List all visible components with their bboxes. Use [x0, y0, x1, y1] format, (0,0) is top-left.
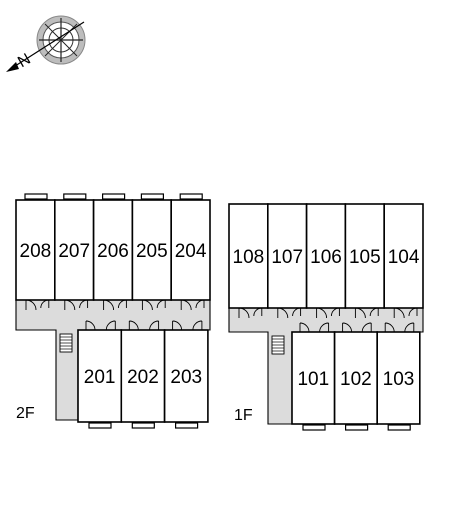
unit-202: 202: [120, 320, 166, 429]
unit-105: 105: [344, 203, 385, 319]
door-icon: [180, 299, 192, 311]
unit-201: 201: [77, 320, 123, 429]
door-icon: [319, 322, 330, 333]
unit-label: 203: [170, 367, 202, 388]
door-icon: [292, 307, 302, 317]
door-icon: [238, 307, 250, 319]
door-icon: [105, 320, 116, 331]
unit-label: 104: [388, 247, 420, 268]
window-icon: [387, 424, 411, 431]
door-icon: [195, 299, 205, 309]
door-icon: [25, 299, 37, 311]
window-icon: [302, 424, 326, 431]
door-icon: [369, 307, 379, 317]
door-icon: [361, 322, 372, 333]
unit-label: 201: [84, 367, 116, 388]
unit-label: 105: [349, 247, 381, 268]
door-icon: [172, 320, 183, 331]
floor-2f: 208 207 206 205 204 201 202 203 2F: [15, 193, 211, 429]
unit-label: 102: [340, 369, 372, 390]
door-icon: [393, 307, 405, 319]
door-icon: [299, 322, 310, 333]
door-icon: [64, 299, 76, 311]
unit-104: 104: [383, 203, 424, 319]
window-icon: [175, 422, 199, 429]
door-icon: [192, 320, 203, 331]
door-icon: [404, 322, 415, 333]
door-icon: [141, 299, 153, 311]
unit-label: 205: [136, 241, 168, 262]
unit-label: 204: [175, 241, 207, 262]
unit-label: 103: [383, 369, 415, 390]
unit-label: 208: [20, 241, 52, 262]
door-icon: [117, 299, 127, 309]
unit-205: 205: [131, 193, 172, 311]
door-icon: [79, 299, 89, 309]
window-icon: [63, 193, 87, 200]
door-icon: [354, 307, 366, 319]
door-icon: [342, 322, 353, 333]
door-icon: [277, 307, 289, 319]
window-icon: [140, 193, 164, 200]
unit-102: 102: [333, 322, 379, 431]
floor-label: 2F: [16, 405, 35, 422]
window-icon: [88, 422, 112, 429]
window-icon: [179, 193, 203, 200]
door-icon: [384, 322, 395, 333]
door-icon: [156, 299, 166, 309]
window-icon: [101, 193, 126, 200]
stairs-icon: [59, 333, 73, 353]
unit-label: 207: [58, 241, 90, 262]
door-icon: [40, 299, 50, 309]
unit-label: 202: [127, 367, 159, 388]
unit-label: 106: [310, 247, 342, 268]
unit-103: 103: [376, 322, 421, 431]
compass-rose-icon: [6, 15, 86, 72]
unit-label: 206: [97, 241, 129, 262]
window-icon: [24, 193, 48, 200]
unit-208: 208: [15, 193, 56, 311]
unit-206: 206: [92, 193, 134, 311]
unit-label: 101: [297, 369, 329, 390]
unit-106: 106: [305, 203, 347, 319]
door-icon: [330, 307, 340, 317]
door-icon: [103, 299, 115, 311]
window-icon: [345, 424, 369, 431]
window-icon: [131, 422, 155, 429]
unit-label: 108: [233, 247, 265, 268]
floor-label: 1F: [234, 407, 253, 424]
floor-1f: 108 107 106 105 104 101 102 103 1F: [228, 203, 424, 431]
door-icon: [316, 307, 328, 319]
unit-108: 108: [228, 203, 269, 319]
door-icon: [253, 307, 263, 317]
unit-207: 207: [53, 193, 95, 311]
door-icon: [128, 320, 139, 331]
unit-label: 107: [271, 247, 303, 268]
door-icon: [408, 307, 418, 317]
unit-203: 203: [163, 320, 209, 429]
unit-204: 204: [170, 193, 211, 311]
door-icon: [85, 320, 96, 331]
unit-101: 101: [291, 322, 336, 431]
door-icon: [149, 320, 160, 331]
unit-107: 107: [266, 203, 308, 319]
stairs-icon: [271, 335, 285, 355]
